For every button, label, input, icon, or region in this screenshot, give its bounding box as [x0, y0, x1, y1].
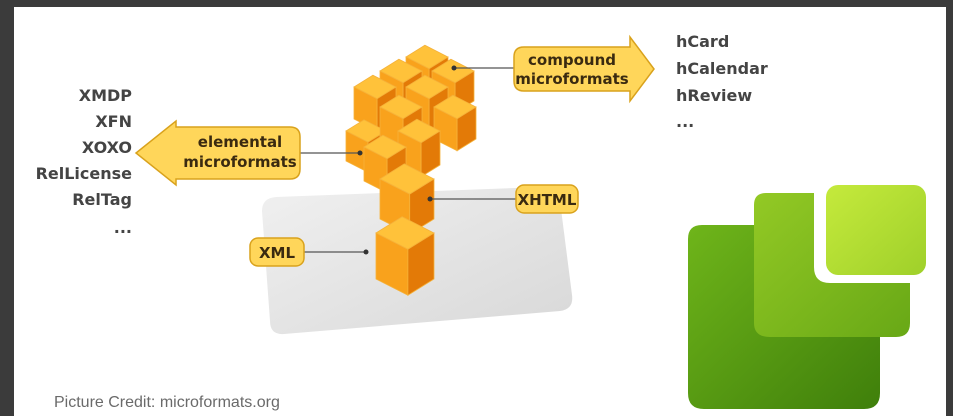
cube: [433, 94, 477, 152]
logo-light-shape: [826, 185, 926, 275]
connector-dot: [363, 249, 369, 255]
elemental-label-line1: elemental: [198, 133, 282, 151]
elemental-list-item: RelTag: [72, 190, 132, 209]
connector-lines: [300, 65, 524, 255]
elemental-list-item: XOXO: [82, 138, 132, 157]
connector-dot: [451, 65, 457, 71]
cube-stack: [345, 44, 477, 296]
elemental-list-item: RelLicense: [36, 164, 133, 183]
compound-list-item: hCalendar: [676, 59, 768, 78]
xml-label: XML: [259, 244, 295, 262]
xhtml-callout: XHTML: [515, 184, 579, 214]
logo-dark-shape: [688, 225, 880, 409]
microformats-diagram: compound microformats elemental microfor…: [36, 32, 926, 411]
compound-list-item: hReview: [676, 86, 752, 105]
connector-dot: [427, 196, 433, 202]
xml-callout: XML: [249, 237, 305, 267]
compound-list-item: hCard: [676, 32, 729, 51]
elemental-list-item: ...: [114, 218, 132, 237]
elemental-list-item: XFN: [95, 112, 132, 131]
cube: [375, 216, 435, 296]
elemental-label-line2: microformats: [183, 153, 297, 171]
connector-dot: [357, 150, 363, 156]
elemental-list: XMDP XFN XOXO RelLicense RelTag ...: [36, 86, 133, 237]
compound-label-line1: compound: [528, 51, 616, 69]
figure-frame: compound microformats elemental microfor…: [14, 7, 946, 416]
elemental-callout: elemental microformats: [134, 119, 301, 187]
logo-mid-shape: [754, 193, 910, 337]
green-logo: [688, 185, 926, 409]
picture-credit: Picture Credit: microformats.org: [54, 394, 280, 411]
compound-list-item: ...: [676, 112, 694, 131]
compound-callout: compound microformats: [513, 34, 655, 104]
xhtml-label: XHTML: [518, 191, 577, 209]
compound-list: hCard hCalendar hReview ...: [676, 32, 768, 131]
elemental-list-item: XMDP: [79, 86, 133, 105]
compound-label-line2: microformats: [515, 70, 629, 88]
